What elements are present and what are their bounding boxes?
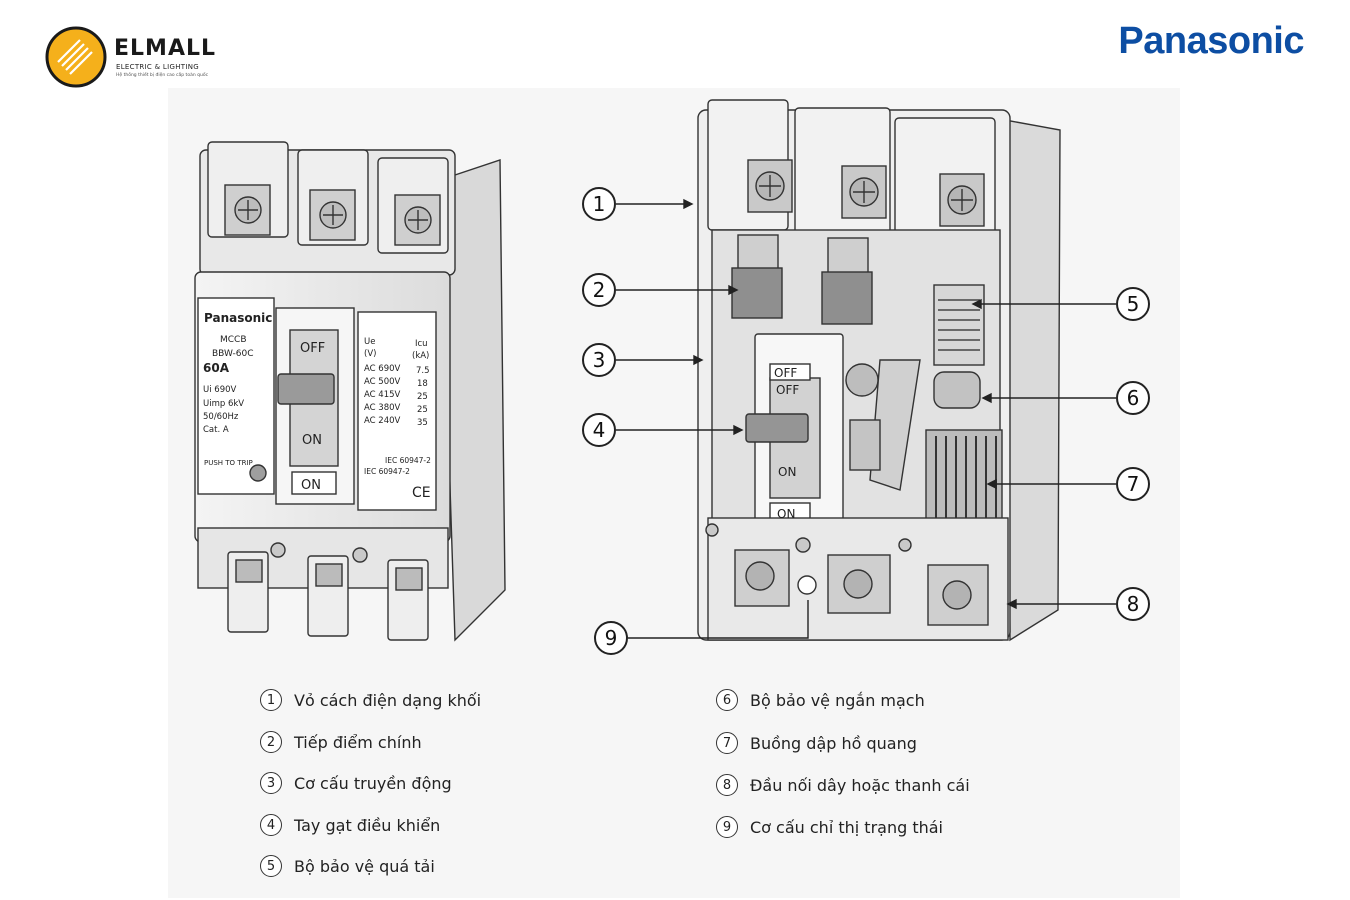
legend-item-8: 8 Đầu nối dây hoặc thanh cái [716,774,970,796]
legend-num-9: 9 [716,816,738,838]
legend-text-7: Buồng dập hồ quang [750,733,917,753]
legend-item-4: 4 Tay gạt điều khiển [260,814,440,836]
front-type: MCCB [220,335,247,345]
callout-5: 5 [1116,287,1150,321]
front-table-ue: Ue [364,337,375,347]
front-table-k0: 7.5 [416,366,430,376]
callout-4: 4 [582,413,616,447]
front-ui: Ui 690V [203,385,237,395]
front-off: OFF [300,341,325,356]
front-on: ON [302,433,322,448]
legend-num-5: 5 [260,855,282,877]
legend-item-2: 2 Tiếp điểm chính [260,731,422,753]
front-freq: 50/60Hz [203,412,239,422]
callout-2: 2 [582,273,616,307]
callout-3: 3 [582,343,616,377]
open-on-box: ON [777,507,795,521]
front-rating: 60A [203,361,230,375]
open-off-box: OFF [774,366,797,380]
open-on: ON [778,465,796,479]
callout-6: 6 [1116,381,1150,415]
elmall-logo-tagline: Hệ thống thiết bị điện cao cấp toàn quốc [116,73,209,78]
legend-item-6: 6 Bộ bảo vệ ngắn mạch [716,689,925,711]
front-table-icu: Icu [415,339,428,349]
legend-text-8: Đầu nối dây hoặc thanh cái [750,775,970,795]
legend-num-2: 2 [260,731,282,753]
legend-text-1: Vỏ cách điện dạng khối [294,690,482,710]
front-table-k3: 25 [417,405,428,415]
callout-7: 7 [1116,467,1150,501]
front-uimp: Uimp 6kV [203,399,244,409]
legend-text-5: Bộ bảo vệ quá tải [294,856,435,876]
front-table-k4: 35 [417,418,428,428]
legend-text-3: Cơ cấu truyền động [294,773,452,793]
legend-item-1: 1 Vỏ cách điện dạng khối [260,689,481,711]
front-table-v3: AC 380V [364,403,401,413]
legend-num-8: 8 [716,774,738,796]
front-table-v: (V) [364,349,376,359]
callout-1: 1 [582,187,616,221]
legend-item-3: 3 Cơ cấu truyền động [260,772,452,794]
front-brand: Panasonic [204,311,272,325]
callout-8: 8 [1116,587,1150,621]
front-table-v1: AC 500V [364,377,401,387]
front-table-k1: 18 [417,379,428,389]
legend-text-9: Cơ cấu chỉ thị trạng thái [750,817,943,837]
front-table-v4: AC 240V [364,416,401,426]
front-table-ka: (kA) [412,351,429,361]
legend-num-3: 3 [260,772,282,794]
front-standard-2: IEC 60947-2 [364,467,410,476]
breaker-front-view [194,141,506,642]
breaker-open-view [697,99,1061,642]
front-model: BBW-60C [212,349,254,359]
legend-num-6: 6 [716,689,738,711]
legend-item-9: 9 Cơ cấu chỉ thị trạng thái [716,816,943,838]
front-standard-1: IEC 60947-2 [385,456,431,465]
front-table-v2: AC 415V [364,390,401,400]
front-table-v0: AC 690V [364,364,401,374]
elmall-logo-subtitle: ELECTRIC & LIGHTING [116,63,199,71]
front-ce-mark: CE [412,485,431,501]
front-on-box: ON [301,478,321,493]
legend-text-4: Tay gạt điều khiển [294,815,441,835]
elmall-logo-name: ELMALL [114,36,217,61]
legend-text-6: Bộ bảo vệ ngắn mạch [750,690,925,710]
legend-item-5: 5 Bộ bảo vệ quá tải [260,855,435,877]
front-cat: Cat. A [203,425,229,435]
front-push-to-trip: PUSH TO TRIP [204,459,253,467]
legend-text-2: Tiếp điểm chính [294,732,422,752]
panasonic-brand: Panasonic [1118,20,1304,62]
legend-num-1: 1 [260,689,282,711]
legend-item-7: 7 Buồng dập hồ quang [716,732,917,754]
elmall-logo-icon [45,26,107,88]
front-table-k2: 25 [417,392,428,402]
open-off: OFF [776,383,799,397]
legend-num-7: 7 [716,732,738,754]
elmall-logo [44,26,244,88]
legend-num-4: 4 [260,814,282,836]
callout-9: 9 [594,621,628,655]
callout-leaders [616,198,1116,639]
